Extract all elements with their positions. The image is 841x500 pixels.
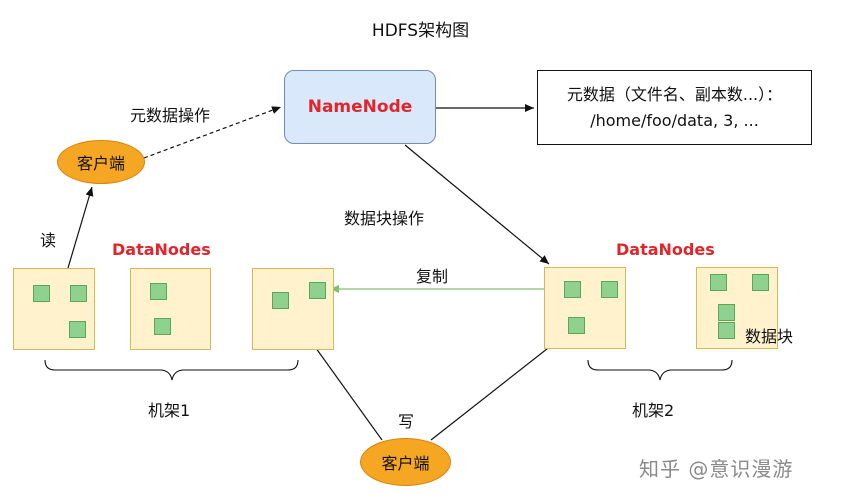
block-legend-label: 数据块 bbox=[745, 327, 794, 346]
namenode-label: NameNode bbox=[307, 97, 413, 117]
data-block bbox=[69, 321, 86, 338]
replicate-label: 复制 bbox=[416, 267, 449, 286]
data-block bbox=[70, 285, 87, 302]
data-block bbox=[564, 281, 581, 298]
client-top-label: 客户端 bbox=[76, 154, 125, 173]
read-arrow bbox=[67, 186, 94, 269]
data-block bbox=[601, 281, 618, 298]
block-op-arrow bbox=[404, 144, 550, 265]
rack2-brace bbox=[587, 359, 733, 381]
data-block bbox=[309, 282, 326, 299]
data-block bbox=[154, 318, 171, 335]
datanodes-right-label: DataNodes bbox=[616, 240, 715, 259]
data-block bbox=[150, 283, 167, 300]
data-block bbox=[718, 322, 735, 339]
client-bottom: 客户端 bbox=[360, 438, 451, 486]
rack1-brace bbox=[44, 359, 299, 381]
data-block bbox=[568, 317, 585, 334]
read-label: 读 bbox=[40, 231, 57, 250]
data-block bbox=[718, 304, 735, 321]
datanode-rack1-2 bbox=[130, 268, 211, 350]
datanodes-left-label: DataNodes bbox=[112, 240, 211, 259]
rack2-label: 机架2 bbox=[632, 401, 675, 420]
write-label: 写 bbox=[398, 412, 415, 431]
data-block bbox=[33, 285, 50, 302]
datanode-rack2-1 bbox=[544, 267, 626, 349]
block-op-label: 数据块操作 bbox=[344, 209, 425, 228]
data-block bbox=[710, 274, 727, 291]
data-block bbox=[752, 274, 769, 291]
datanode-rack2-2 bbox=[696, 267, 778, 349]
datanode-rack1-3 bbox=[252, 268, 334, 350]
metadata-line-2: /home/foo/data, 3, ... bbox=[590, 110, 759, 130]
client-top: 客户端 bbox=[57, 140, 145, 184]
metadata-op-label: 元数据操作 bbox=[130, 106, 211, 125]
metadata-op-arrow bbox=[143, 106, 282, 159]
client-bottom-label: 客户端 bbox=[381, 454, 430, 473]
watermark: 知乎 @意识漫游 bbox=[639, 457, 794, 481]
data-block bbox=[272, 292, 289, 309]
metadata-box: 元数据（文件名、副本数...）： /home/foo/data, 3, ... bbox=[537, 70, 812, 145]
datanode-rack1-1 bbox=[13, 268, 95, 350]
diagram-title: HDFS架构图 bbox=[371, 21, 470, 41]
namenode-box: NameNode bbox=[284, 70, 436, 144]
write-arrow-right bbox=[430, 333, 567, 441]
metadata-line-1: 元数据（文件名、副本数...）： bbox=[566, 84, 783, 104]
rack1-label: 机架1 bbox=[148, 401, 191, 420]
